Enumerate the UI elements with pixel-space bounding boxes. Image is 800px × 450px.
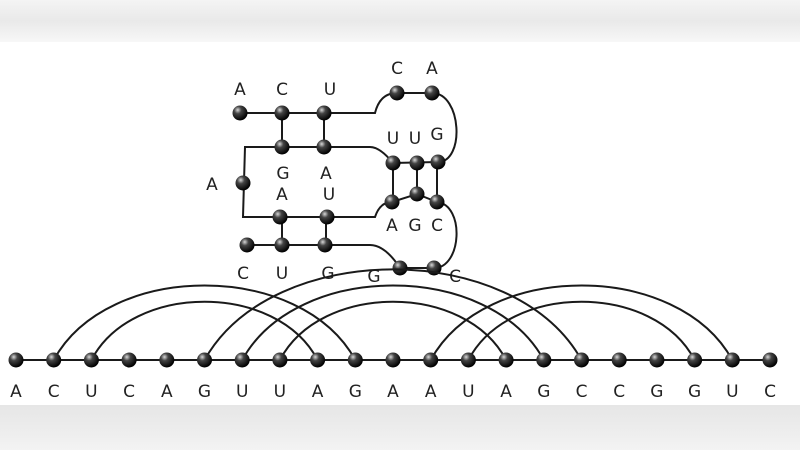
nucleotide-node <box>611 352 627 368</box>
nucleotide-node <box>392 260 408 276</box>
nucleotide-node <box>424 85 440 101</box>
nucleotide-node <box>649 352 665 368</box>
nucleotide-node <box>574 352 589 368</box>
nt-label: A <box>234 80 246 100</box>
nucleotide-node <box>272 352 288 368</box>
nucleotide-node <box>762 352 778 368</box>
nucleotide-label: A <box>387 382 399 402</box>
nucleotide-node <box>8 352 24 368</box>
nt-label: A <box>276 185 288 205</box>
nucleotide-node <box>347 352 363 368</box>
nucleotide-node <box>235 175 251 191</box>
nucleotide-label: A <box>161 382 173 402</box>
base-pair-arc <box>279 300 507 361</box>
nt-label: A <box>426 59 438 79</box>
nucleotide-node <box>429 194 445 210</box>
nucleotide-label: G <box>650 382 663 402</box>
bottom-blur-band <box>0 405 800 450</box>
nucleotide-label: A <box>425 382 437 402</box>
nucleotide-node <box>239 237 255 253</box>
nucleotide-node <box>724 352 740 368</box>
folded-structure <box>240 92 458 269</box>
top-blur-band <box>0 0 800 42</box>
nucleotide-node <box>310 352 326 368</box>
nucleotide-label: U <box>462 382 474 402</box>
nucleotide-node <box>46 352 62 368</box>
nucleotide-node <box>316 139 332 155</box>
nucleotide-node <box>316 105 332 121</box>
nt-label: U <box>276 264 288 284</box>
folded-nodes <box>232 85 446 276</box>
nucleotide-node <box>385 155 401 171</box>
nucleotide-label: U <box>236 382 248 402</box>
linear-arc-diagram: A C U C A G U U A G A A U A G C C G G U C <box>8 268 778 402</box>
nucleotide-node <box>234 352 250 368</box>
nt-label: G <box>408 216 421 236</box>
nucleotide-node <box>687 352 703 368</box>
nucleotide-label: A <box>500 382 512 402</box>
nucleotide-label: C <box>576 382 588 402</box>
folded-labels: A C U C A U U G G A A A U A G C C U G G … <box>206 59 461 287</box>
nucleotide-node <box>83 352 99 368</box>
nucleotide-node <box>423 352 439 368</box>
nucleotide-node <box>385 352 401 368</box>
nucleotide-node <box>409 186 425 202</box>
nucleotide-label: U <box>726 382 738 402</box>
nucleotide-label: A <box>10 382 22 402</box>
nucleotide-label: C <box>48 382 60 402</box>
nucleotide-node <box>232 105 248 121</box>
nucleotide-label: A <box>312 382 324 402</box>
nt-label: C <box>431 216 443 236</box>
nt-label: C <box>276 80 288 100</box>
nucleotide-node <box>536 352 552 368</box>
base-pair-arc <box>203 268 583 361</box>
base-pair-arc <box>52 284 357 361</box>
nt-label: C <box>449 267 461 287</box>
nucleotide-node <box>274 139 290 155</box>
nt-label: G <box>321 264 334 284</box>
backbone <box>240 92 458 269</box>
nt-label: U <box>323 185 335 205</box>
nt-label: C <box>391 59 403 79</box>
nt-label: A <box>320 164 332 184</box>
nucleotide-node <box>121 352 137 368</box>
nucleotide-node <box>159 352 175 368</box>
nucleotide-label: G <box>688 382 701 402</box>
nucleotide-label: U <box>274 382 286 402</box>
nucleotide-label: G <box>349 382 362 402</box>
nt-label: U <box>387 129 399 149</box>
nt-label: G <box>276 164 289 184</box>
nucleotide-node <box>389 85 405 101</box>
nucleotide-node <box>317 237 333 253</box>
base-pair-arc <box>241 284 545 361</box>
nucleotide-node <box>272 209 288 225</box>
nt-label: C <box>237 264 249 284</box>
base-pair-arc <box>467 300 696 361</box>
nucleotide-node <box>409 155 425 171</box>
nucleotide-label: C <box>764 382 776 402</box>
nucleotide-label: C <box>123 382 135 402</box>
nt-label: A <box>206 175 218 195</box>
nt-label: G <box>367 267 380 287</box>
nucleotide-node <box>498 352 514 368</box>
nucleotide-node <box>460 352 476 368</box>
nt-label: U <box>409 129 421 149</box>
nt-label: U <box>324 80 336 100</box>
base-pair-arc <box>90 300 319 361</box>
nucleotide-label: C <box>613 382 625 402</box>
nucleotide-label: U <box>85 382 97 402</box>
nucleotide-node <box>384 194 400 210</box>
nt-label: A <box>386 216 398 236</box>
nucleotide-label: G <box>537 382 550 402</box>
nucleotide-node <box>319 209 335 225</box>
nt-label: G <box>430 125 443 145</box>
nucleotide-node <box>274 237 290 253</box>
nucleotide-node <box>274 105 290 121</box>
base-pair-arc <box>429 284 734 361</box>
nucleotide-node <box>430 154 446 170</box>
nucleotide-label: G <box>198 382 211 402</box>
nucleotide-node <box>197 352 212 368</box>
